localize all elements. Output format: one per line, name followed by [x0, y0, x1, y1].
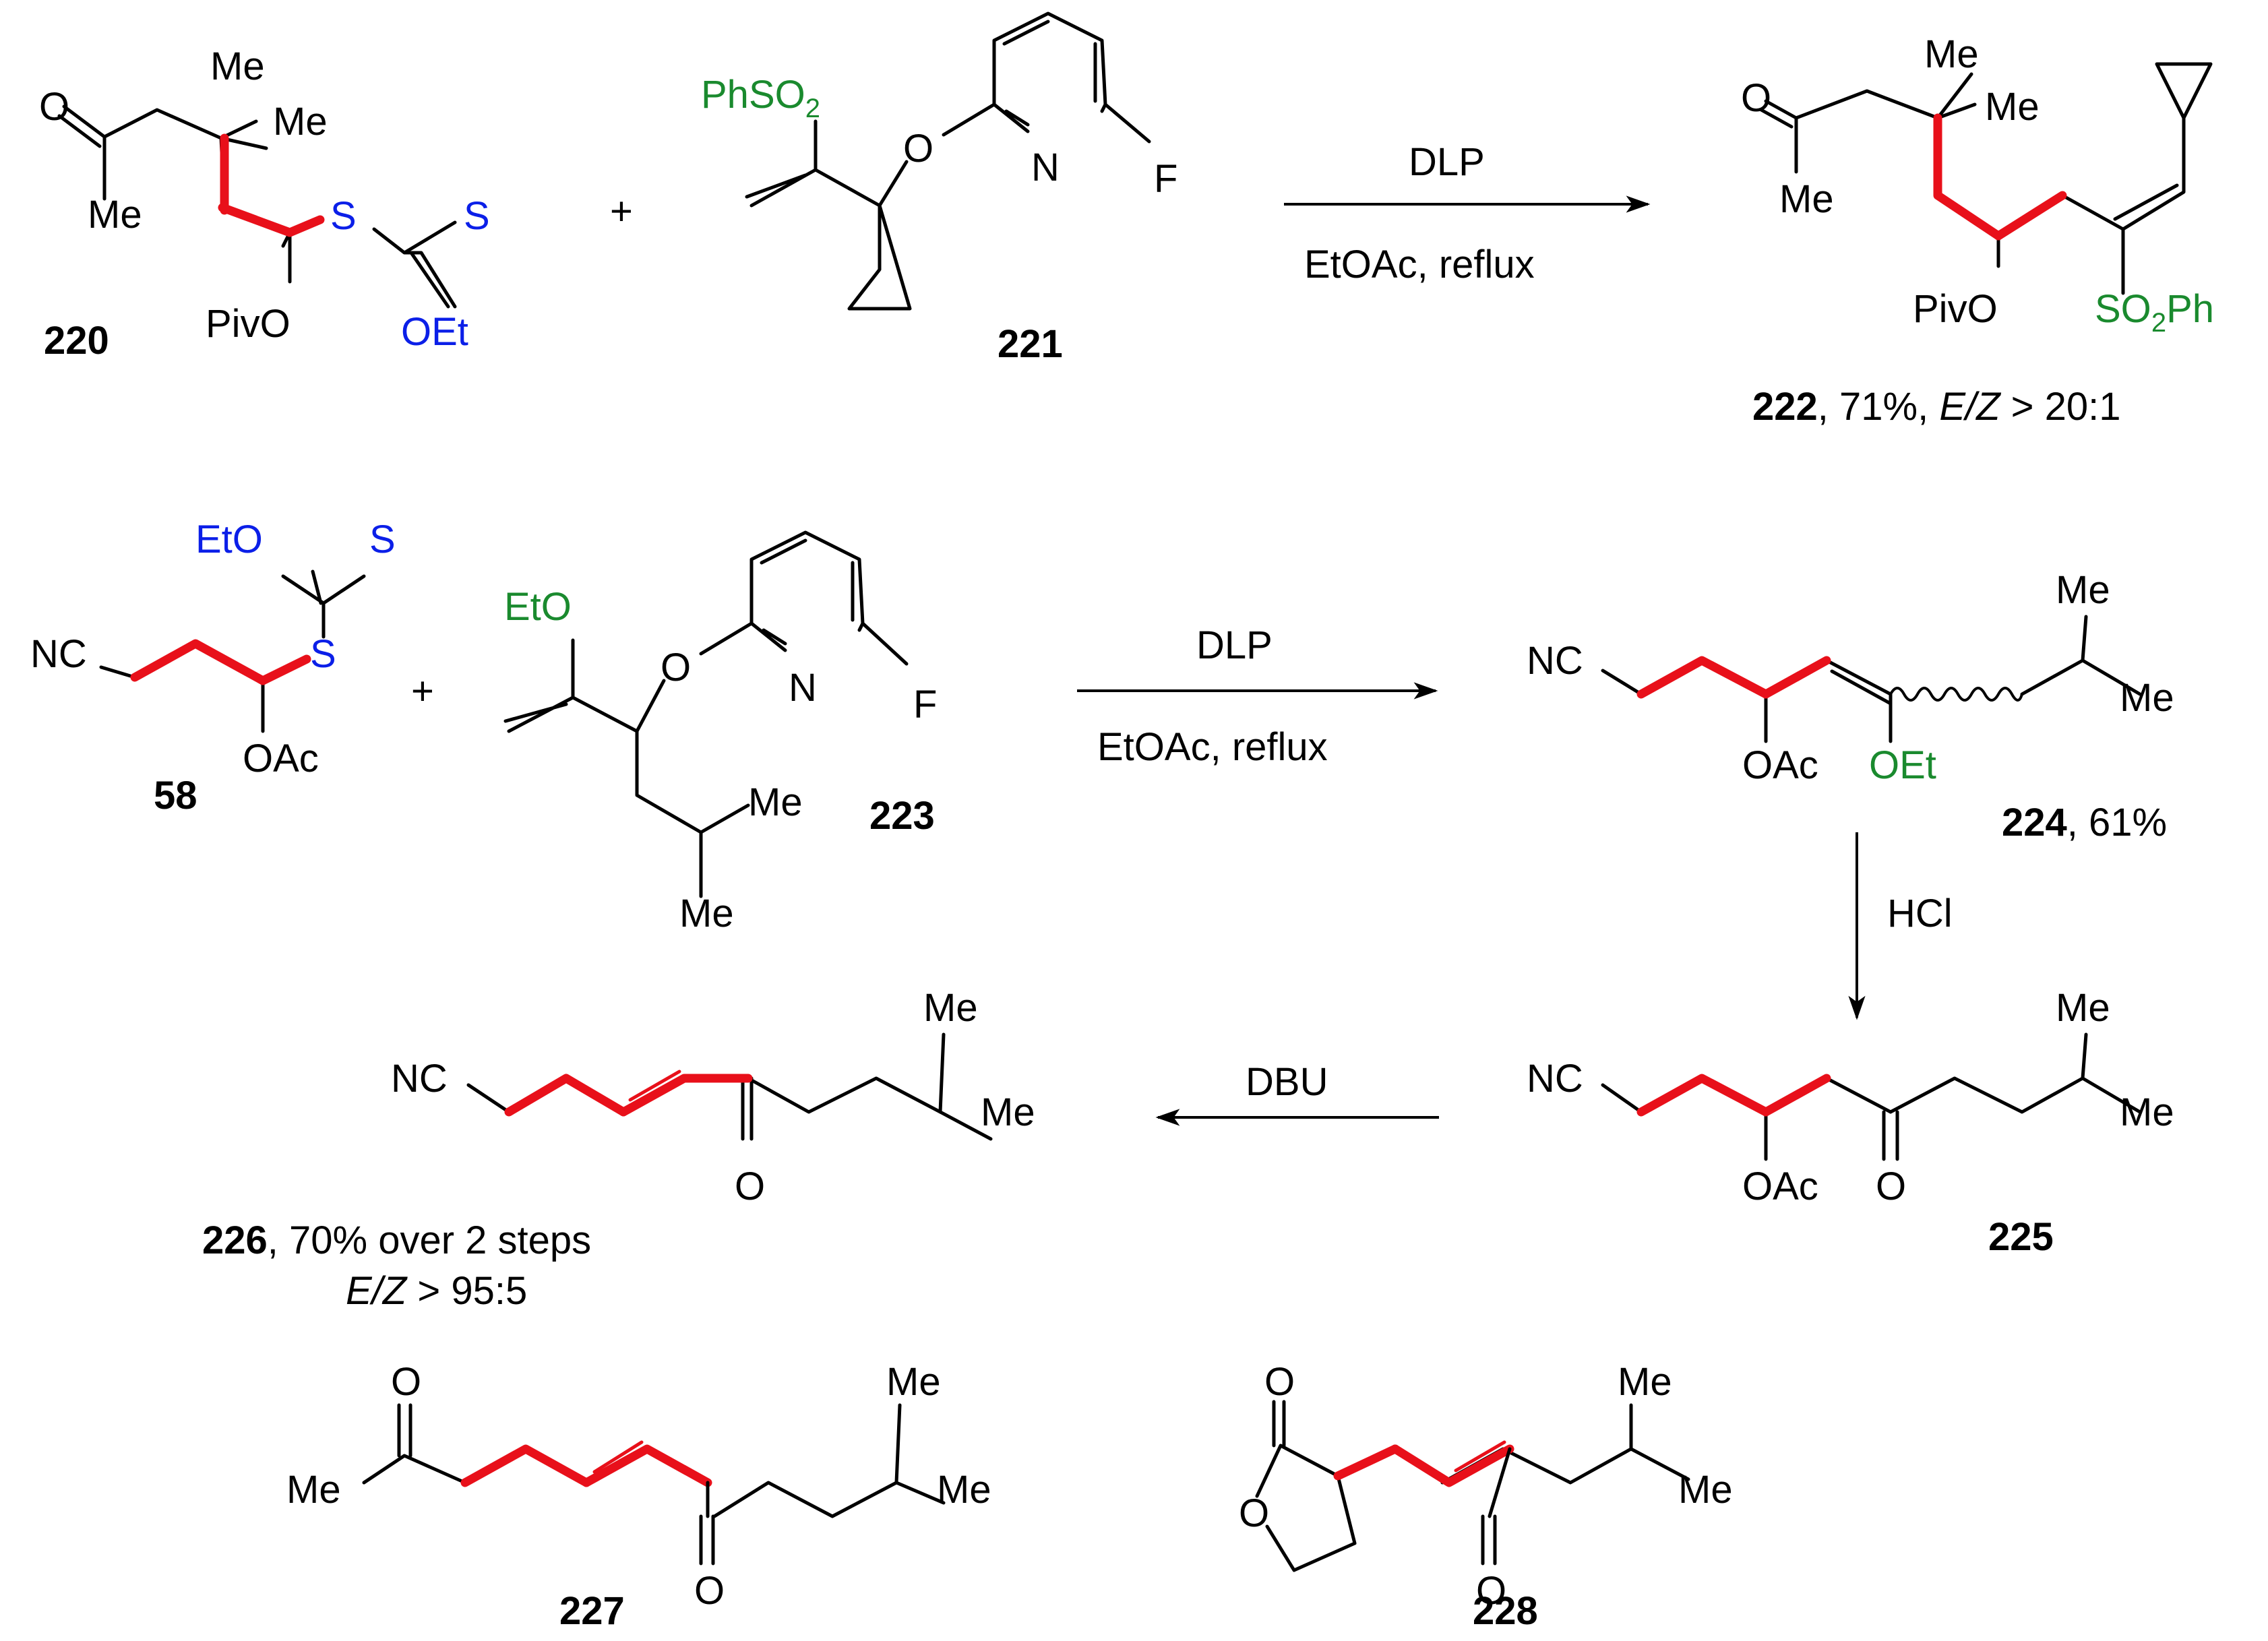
c220-s2: S: [464, 194, 490, 238]
c222-caption: 222, 71%, E/Z > 20:1: [1752, 385, 2121, 429]
compound-223: EtO O N F Me Me 223: [503, 530, 937, 935]
c58-oac: OAc: [243, 737, 319, 780]
r3-reagent: HCl: [1887, 892, 1953, 935]
c224-oac: OAc: [1742, 743, 1818, 787]
c58-eto: EtO: [195, 518, 263, 561]
compound-226: NC O Me Me 226, 70% over 2 steps E/Z > 9…: [202, 986, 1035, 1313]
plus-sign-2: +: [411, 669, 434, 713]
c227-me2: Me: [886, 1360, 941, 1404]
c228-o3: O: [1476, 1569, 1506, 1613]
r1-reagent: DLP: [1409, 140, 1485, 184]
compound-224: NC OAc OEt Me Me 224, 61%: [1527, 568, 2174, 844]
c222-so2ph: SO2Ph: [2095, 287, 2214, 338]
reaction-arrow-2: DLP EtOAc, reflux: [1077, 623, 1438, 769]
c227-o1: O: [391, 1360, 421, 1404]
compound-221: PhSO2 O N F 221: [701, 11, 1177, 366]
c224-me1: Me: [2056, 568, 2110, 612]
c220-me1: Me: [210, 44, 265, 88]
c224-caption: 224, 61%: [2002, 801, 2167, 844]
c221-f: F: [1154, 157, 1177, 201]
c224-me2: Me: [2120, 676, 2174, 720]
c225-oac: OAc: [1742, 1165, 1818, 1208]
c225-number: 225: [1988, 1215, 2054, 1259]
c227-o2: O: [694, 1569, 725, 1613]
c228-o2: O: [1239, 1491, 1269, 1535]
r2-reagent: DLP: [1196, 623, 1273, 667]
c220-pivo: PivO: [206, 302, 290, 346]
reaction-arrow-4: DBU: [1155, 1060, 1439, 1126]
c58-s1: S: [369, 518, 396, 561]
reaction-arrow-3: HCl: [1848, 832, 1953, 1020]
c58-nc: NC: [30, 632, 87, 676]
c223-eto: EtO: [504, 585, 572, 629]
compound-228: O O O Me Me 228: [1239, 1360, 1733, 1633]
c228-o1: O: [1264, 1360, 1295, 1404]
c223-me2: Me: [679, 892, 734, 935]
compound-222: O Me Me Me PivO SO2Ph 222, 71%, E/Z > 20…: [1741, 32, 2214, 429]
c227-me3: Me: [937, 1468, 991, 1512]
c226-nc: NC: [391, 1057, 448, 1101]
c221-number: 221: [998, 322, 1063, 366]
c58-s2: S: [310, 632, 336, 676]
c58-number: 58: [154, 774, 197, 817]
c226-me1: Me: [923, 986, 978, 1030]
c228-me2: Me: [1678, 1468, 1733, 1512]
c225-o: O: [1876, 1165, 1906, 1208]
compound-220: O Me Me Me S S OEt PivO 220: [39, 44, 490, 363]
c223-o: O: [661, 646, 691, 689]
c228-number: 228: [1473, 1589, 1538, 1633]
c220-me3: Me: [88, 193, 142, 237]
c222-pivo: PivO: [1913, 287, 1998, 331]
c221-phso2: PhSO2: [701, 73, 820, 123]
c221-n: N: [1031, 146, 1060, 189]
c226-o: O: [735, 1165, 765, 1208]
c220-o: O: [39, 85, 69, 129]
r2-conditions: EtOAc, reflux: [1097, 725, 1328, 769]
c225-me2: Me: [2120, 1090, 2174, 1134]
c225-nc: NC: [1527, 1057, 1583, 1101]
c228-me1: Me: [1618, 1360, 1672, 1404]
c220-s1: S: [330, 194, 357, 238]
c223-f: F: [913, 683, 937, 726]
c226-caption-line2: E/Z > 95:5: [346, 1269, 527, 1313]
c223-me1: Me: [748, 780, 803, 824]
c225-me1: Me: [2056, 986, 2110, 1030]
compound-227: O Me O Me Me 227: [286, 1360, 991, 1633]
compound-225: NC OAc O Me Me 225: [1527, 986, 2174, 1259]
c220-oet: OEt: [401, 310, 468, 354]
c223-number: 223: [869, 794, 935, 838]
c222-me3: Me: [1779, 177, 1834, 221]
c222-me1: Me: [1924, 32, 1979, 76]
reaction-arrow-1: DLP EtOAc, reflux: [1284, 140, 1651, 286]
compound-58: NC EtO S S OAc 58: [30, 518, 396, 817]
c221-o: O: [903, 127, 933, 171]
c223-n: N: [789, 666, 817, 710]
c227-me1: Me: [286, 1468, 341, 1512]
c226-me2: Me: [981, 1090, 1035, 1134]
c224-oet: OEt: [1869, 743, 1936, 787]
c220-me2: Me: [273, 100, 328, 144]
c224-nc: NC: [1527, 639, 1583, 683]
plus-sign-1: +: [610, 189, 633, 233]
c227-number: 227: [559, 1589, 625, 1633]
c226-caption-line1: 226, 70% over 2 steps: [202, 1218, 591, 1262]
r4-reagent: DBU: [1246, 1060, 1328, 1104]
c220-number: 220: [44, 319, 109, 363]
r1-conditions: EtOAc, reflux: [1304, 243, 1535, 286]
c222-o: O: [1741, 76, 1771, 120]
c222-me2: Me: [1985, 85, 2040, 129]
